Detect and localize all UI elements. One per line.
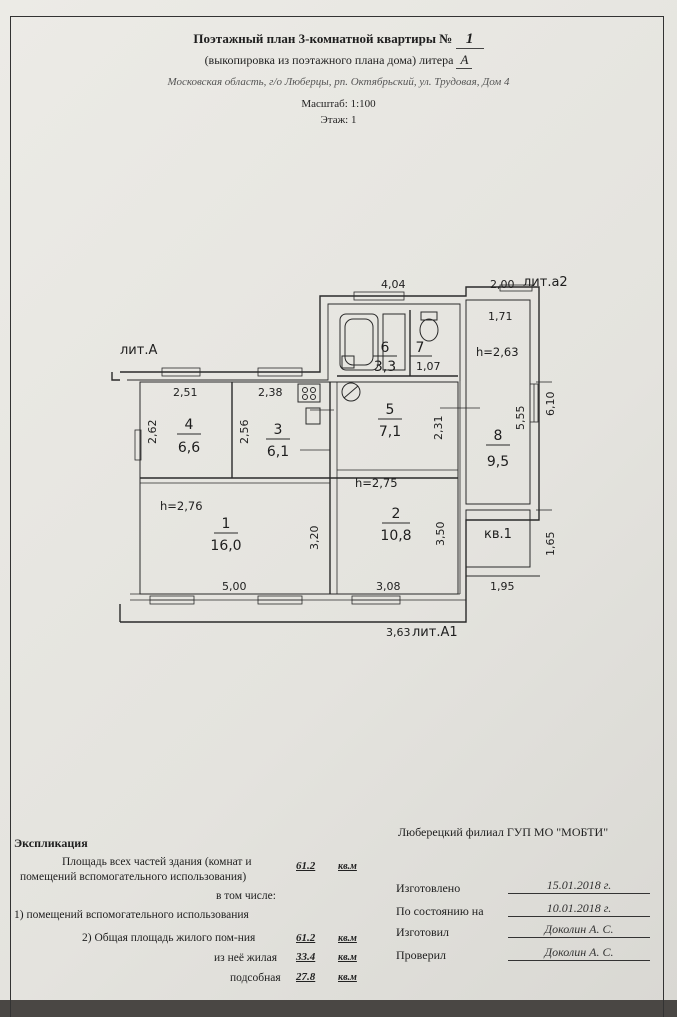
- explication-title: Экспликация: [14, 836, 88, 850]
- dim-231: 2,31: [432, 416, 445, 441]
- room-1-number: 1: [222, 516, 231, 532]
- height-room-2: h=2,75: [355, 476, 398, 490]
- room-8-area: 9,5: [487, 454, 509, 470]
- room-6-number: 6: [381, 340, 390, 356]
- dim-610: 6,10: [544, 392, 557, 417]
- of-living-unit: кв.м: [338, 952, 357, 963]
- total-area-label-1: Площадь всех частей здания (комнат и: [62, 856, 252, 868]
- dim-320: 3,20: [308, 526, 321, 551]
- organization-name: Люберецкий филиал ГУП МО "МОБТИ": [398, 825, 609, 839]
- state-label: По состоянию на: [396, 904, 484, 918]
- label-lit-a1: лит.А1: [412, 625, 458, 640]
- room-8-number: 8: [494, 428, 503, 444]
- total-area-value: 61.2: [296, 860, 316, 872]
- apartment-number: 1: [455, 31, 484, 49]
- floor: Этаж: 1: [320, 114, 357, 126]
- dim-308: 3,08: [376, 580, 401, 593]
- auxiliary-label: подсобная: [230, 972, 281, 984]
- dim-350: 3,50: [434, 522, 447, 547]
- dim-top-404: 4,04: [381, 278, 406, 291]
- plan-subtitle: (выкопировка из поэтажного плана дома) л…: [0, 52, 677, 69]
- dim-165: 1,65: [544, 532, 557, 557]
- made-by-label: Изготовил: [396, 925, 450, 939]
- room-4-number: 4: [185, 417, 194, 433]
- made-label: Изготовлено: [396, 881, 461, 895]
- checked-label: Проверил: [396, 948, 446, 962]
- checked-by-name: Доколин А. С.: [508, 945, 650, 961]
- room-3-area: 6,1: [267, 444, 289, 460]
- height-room-1: h=2,76: [160, 499, 203, 513]
- dim-238: 2,38: [258, 386, 283, 399]
- room-7-number: 7: [416, 340, 425, 356]
- dim-top-200: 2,00: [490, 278, 515, 291]
- room-5-number: 5: [386, 402, 395, 418]
- dim-256: 2,56: [238, 420, 251, 445]
- height-room-8: h=2,63: [476, 345, 519, 359]
- living-total-unit: кв.м: [338, 933, 357, 944]
- label-kv1: кв.1: [484, 527, 512, 542]
- room-3-number: 3: [274, 422, 283, 438]
- living-total-value: 61.2: [296, 932, 316, 944]
- room-5-area: 7,1: [379, 424, 401, 440]
- address: Московская область, г/о Люберцы, рп. Окт…: [167, 76, 510, 88]
- dim-555: 5,55: [514, 406, 527, 431]
- room-4-area: 6,6: [178, 440, 200, 456]
- scale: Масштаб: 1:100: [301, 98, 376, 110]
- auxiliary-value: 27.8: [296, 971, 316, 983]
- state-date: 10.01.2018 г.: [508, 901, 650, 917]
- made-by-name: Доколин А. С.: [508, 922, 650, 938]
- aux-premises-label: 1) помещений вспомогательного использова…: [14, 909, 249, 921]
- dim-107: 1,07: [416, 360, 441, 373]
- room-2-number: 2: [392, 506, 401, 522]
- total-area-unit: кв.м: [338, 861, 357, 872]
- sheet-frame: [10, 16, 664, 1017]
- auxiliary-unit: кв.м: [338, 972, 357, 983]
- room-6-area: 3,3: [374, 359, 396, 375]
- litera-value: А: [456, 52, 473, 69]
- room-1-area: 16,0: [210, 538, 241, 554]
- dim-195: 1,95: [490, 580, 515, 593]
- dim-262: 2,62: [146, 420, 159, 445]
- dim-500: 5,00: [222, 580, 247, 593]
- of-living-value: 33.4: [296, 951, 316, 963]
- dim-363: 3,63: [386, 626, 411, 639]
- total-area-label-2: помещений вспомогательного использования…: [20, 871, 247, 883]
- label-lit-a2: лит.а2: [523, 275, 568, 290]
- dim-251: 2,51: [173, 386, 198, 399]
- including-label: в том числе:: [216, 890, 276, 902]
- made-date: 15.01.2018 г.: [508, 878, 650, 894]
- of-living-label: из неё жилая: [214, 952, 278, 964]
- living-total-label: 2) Общая площадь жилого пом-ния: [82, 932, 256, 944]
- label-lit-a: лит.А: [120, 343, 157, 358]
- room-2-area: 10,8: [380, 528, 411, 544]
- plan-title: Поэтажный план 3-комнатной квартиры № 1: [0, 31, 677, 49]
- dim-171: 1,71: [488, 310, 513, 323]
